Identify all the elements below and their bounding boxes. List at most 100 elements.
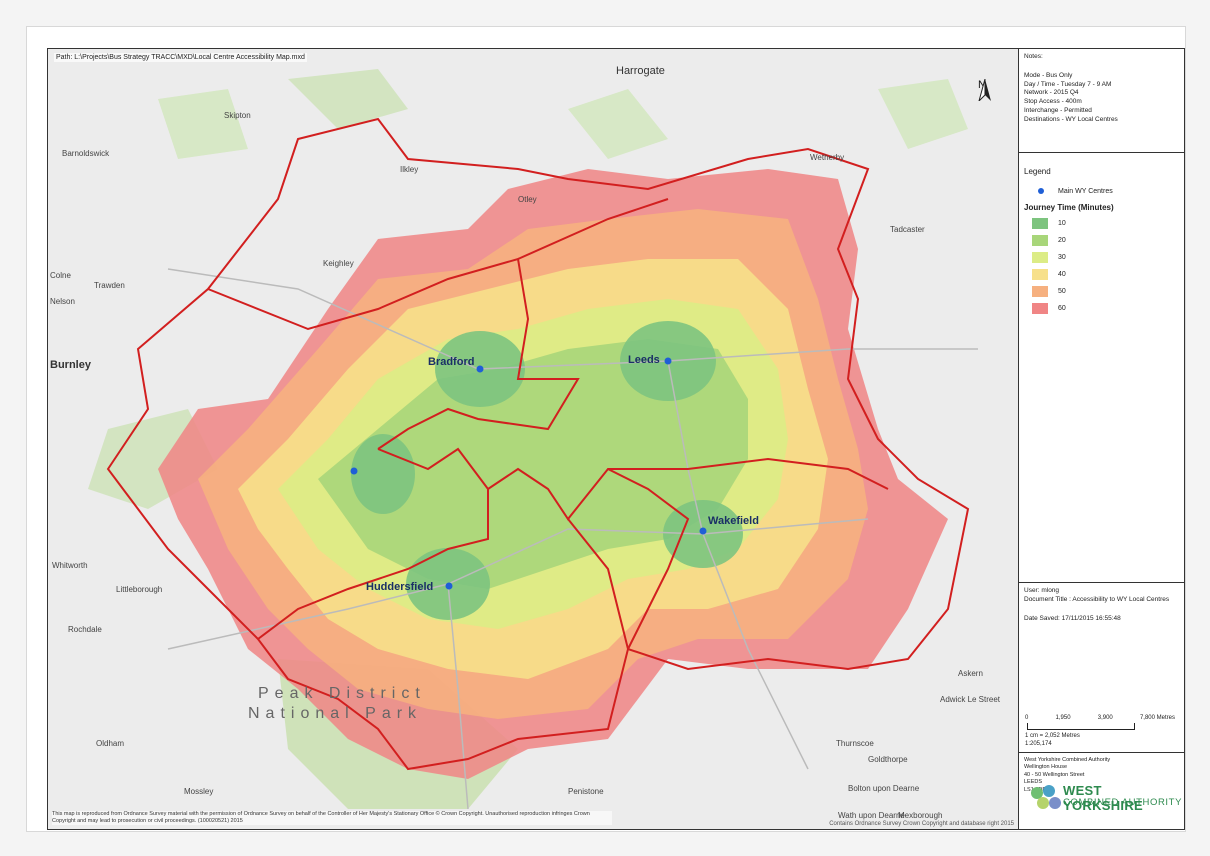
scale-ratio-2: 1:205,174	[1025, 741, 1052, 748]
label-ilkley: Ilkley	[400, 165, 419, 174]
label-adwick: Adwick Le Street	[940, 695, 1001, 704]
greenspace	[158, 89, 248, 159]
wyca-logo-icon	[1031, 785, 1061, 809]
scale-tick: 3,900	[1097, 715, 1113, 721]
map-canvas[interactable]: Path: L:\Projects\Bus Strategy TRACC\MXD…	[48, 49, 1019, 829]
label-bradford: Bradford	[428, 356, 475, 368]
address-line: LEEDS	[1024, 779, 1043, 786]
label-mexborough: Mexborough	[898, 811, 943, 820]
doc-panel: User: mlong Document Title : Accessibili…	[1019, 583, 1184, 753]
legend-band-row: 60	[1024, 302, 1179, 314]
label-wetherby: Wetherby	[810, 153, 845, 162]
scale-tick: 7,800 Metres	[1139, 715, 1175, 721]
copyright-notice: This map is reproduced from Ordnance Sur…	[52, 810, 612, 825]
label-skipton: Skipton	[224, 111, 251, 120]
road	[167, 518, 869, 650]
scale-ratio-1: 1 cm = 2,052 Metres	[1025, 733, 1080, 739]
legend-bands: 10 20 30 40 50 60	[1024, 217, 1179, 314]
centre-dot-huddersfield	[445, 582, 453, 590]
scale-tick: 0	[1025, 715, 1029, 721]
doc-saved: Date Saved: 17/11/2015 16:55:48	[1024, 614, 1121, 622]
label-tadcaster: Tadcaster	[890, 225, 925, 234]
copyright-database: Contains Ordnance Survey Crown Copyright…	[829, 821, 1014, 827]
path-label: Path: L:\Projects\Bus Strategy TRACC\MXD…	[54, 53, 307, 62]
north-label: N	[978, 79, 986, 91]
label-burnley: Burnley	[50, 359, 91, 371]
label-rochdale: Rochdale	[68, 625, 102, 634]
address-line: West Yorkshire Combined Authority	[1024, 757, 1111, 763]
notes-line: Network - 2015 Q4	[1024, 89, 1079, 97]
road	[167, 268, 978, 370]
centre-dot-halifax	[350, 467, 358, 475]
scale-ticks: 0 1,950 3,900 7,800 Metres	[1025, 715, 1175, 721]
legend-centres-row: Main WY Centres	[1024, 188, 1179, 195]
label-thurnscoe: Thurnscoe	[836, 739, 874, 748]
legend-band-row: 20	[1024, 234, 1179, 246]
label-nelson: Nelson	[50, 297, 75, 306]
greenspace	[288, 69, 408, 129]
district-boundary	[517, 198, 669, 260]
label-oldham: Oldham	[96, 739, 125, 748]
legend-band-row: 10	[1024, 217, 1179, 229]
park-label-1: Peak District	[258, 685, 426, 702]
label-colne: Colne	[50, 271, 71, 280]
notes-line: Mode - Bus Only	[1024, 71, 1073, 79]
label-penistone: Penistone	[568, 787, 604, 796]
label-wakefield: Wakefield	[708, 515, 759, 527]
label-whitworth: Whitworth	[52, 561, 88, 570]
address-line: Wellington House	[1024, 764, 1068, 771]
centre-dot-icon	[1038, 188, 1044, 195]
zone-10-halifax	[351, 434, 415, 514]
side-panel: Notes: Mode - Bus Only Day / Time - Tues…	[1019, 49, 1184, 829]
scale-tick: 1,950	[1055, 715, 1071, 721]
zone-20	[318, 339, 748, 589]
label-mossley: Mossley	[184, 787, 214, 796]
legend-band-row: 50	[1024, 285, 1179, 297]
centre-dot-bradford	[476, 365, 484, 373]
legend-swatch	[1032, 217, 1048, 229]
label-trawden: Trawden	[94, 281, 125, 290]
road	[447, 583, 469, 810]
legend-swatch	[1032, 251, 1048, 263]
label-huddersfield: Huddersfield	[366, 581, 434, 593]
legend-band-label: 50	[1058, 287, 1066, 295]
greenspace	[878, 79, 968, 149]
legend-band-label: 10	[1058, 219, 1066, 227]
label-wath-upon-dearne: Wath upon Dearne	[838, 811, 905, 820]
label-askern: Askern	[958, 669, 983, 678]
label-leeds: Leeds	[628, 354, 660, 366]
notes-panel: Notes: Mode - Bus Only Day / Time - Tues…	[1019, 49, 1184, 153]
notes-heading: Notes:	[1024, 53, 1043, 60]
district-boundary	[567, 518, 629, 650]
district-boundary	[377, 447, 889, 521]
legend-band-label: 40	[1058, 270, 1066, 278]
legend-journey-title: Journey Time (Minutes)	[1024, 202, 1114, 212]
legend-band-label: 60	[1058, 304, 1066, 312]
label-barnoldswick: Barnoldswick	[62, 149, 110, 158]
map-frame: Path: L:\Projects\Bus Strategy TRACC\MXD…	[47, 48, 1185, 830]
label-goldthorpe: Goldthorpe	[868, 755, 908, 764]
greenspace	[568, 89, 668, 159]
park-label-2: National Park	[248, 705, 423, 722]
legend-band-row: 30	[1024, 251, 1179, 263]
logo-sub-text: COMBINED AUTHORITY	[1063, 797, 1183, 808]
scale-line	[1027, 723, 1135, 730]
label-harrogate: Harrogate	[616, 65, 665, 77]
map-svg	[88, 69, 978, 810]
centre-dot-leeds	[664, 357, 672, 365]
doc-title: Document Title : Accessibility to WY Loc…	[1024, 595, 1170, 603]
legend-swatch	[1032, 285, 1048, 297]
notes-line: Day / Time - Tuesday 7 - 9 AM	[1024, 80, 1112, 88]
north-arrow-icon	[978, 79, 991, 101]
legend-swatch	[1032, 234, 1048, 246]
north-arrow: N	[978, 79, 991, 101]
district-boundary	[607, 468, 690, 650]
wy-boundary	[106, 117, 970, 771]
district-boundary	[257, 489, 489, 640]
legend-centres-label: Main WY Centres	[1058, 187, 1113, 195]
authority-panel: West Yorkshire Combined Authority Wellin…	[1019, 753, 1184, 829]
legend-heading: Legend	[1024, 167, 1051, 176]
notes-line: Interchange - Permitted	[1024, 106, 1092, 114]
label-bolton-upon-dearne: Bolton upon Dearne	[848, 784, 920, 793]
legend-panel: Legend Main WY Centres Journey Time (Min…	[1019, 153, 1184, 583]
